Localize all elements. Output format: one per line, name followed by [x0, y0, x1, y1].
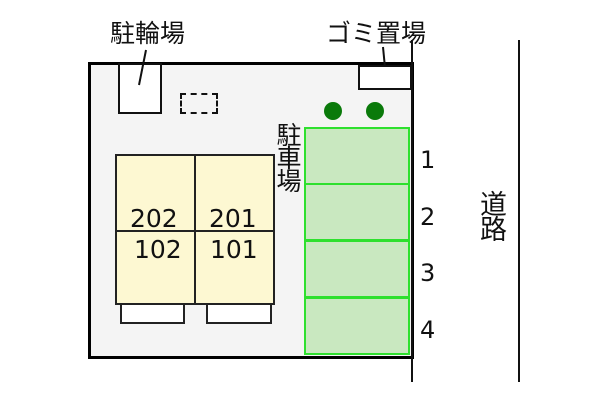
balcony: [206, 303, 272, 324]
tree-icon: [366, 102, 384, 120]
building-unit-left: [115, 154, 196, 305]
parking-slot-number: 4: [420, 316, 436, 344]
unit-number-201: 201: [209, 204, 257, 233]
unit-number-102: 102: [134, 235, 182, 264]
parking-slot-4: [304, 297, 410, 355]
parking-slot-number: 1: [420, 146, 436, 174]
garbage-area: [358, 65, 412, 90]
road-boundary-line: [411, 40, 413, 382]
unit-number-202: 202: [130, 204, 178, 233]
parking-slot-2: [304, 183, 410, 241]
road-edge-line: [518, 40, 520, 382]
parking-slot-number: 2: [420, 203, 436, 231]
bicycle-parking-label: 駐輪場: [110, 19, 186, 48]
parking-label: 駐車場: [273, 122, 302, 191]
parking-slot-3: [304, 240, 410, 298]
balcony: [120, 303, 185, 324]
dashed-area: [180, 93, 218, 114]
garbage-area-label: ゴミ置場: [326, 19, 427, 48]
tree-icon: [324, 102, 342, 120]
road-label: 道路: [475, 190, 506, 240]
parking-slot-number: 3: [420, 259, 436, 287]
floor-divider: [115, 230, 275, 232]
bicycle-parking-area: [118, 63, 162, 114]
parking-slot-1: [304, 127, 410, 185]
unit-number-101: 101: [210, 235, 258, 264]
